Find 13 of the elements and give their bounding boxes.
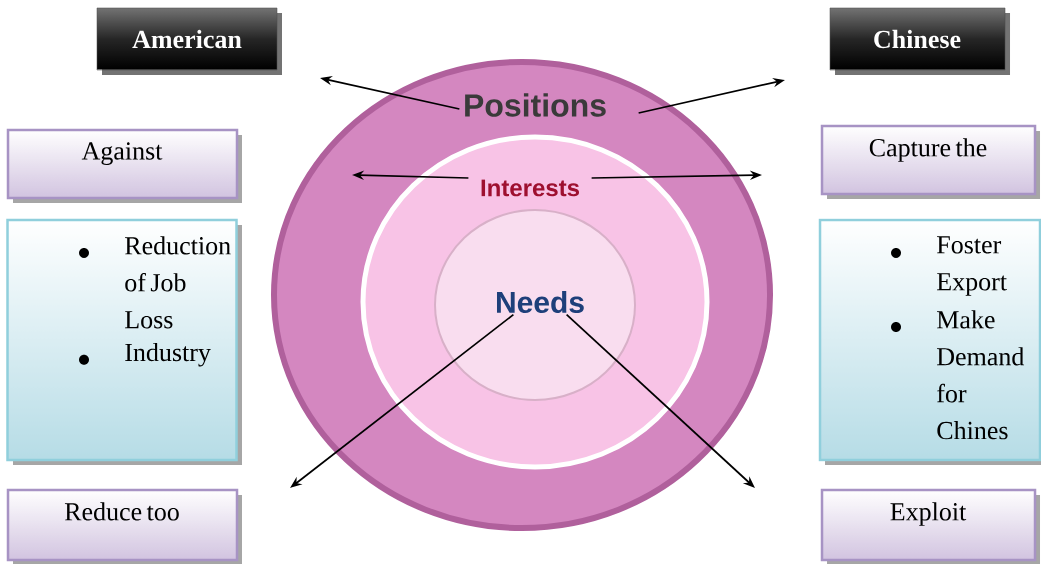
text-box: Exploit xyxy=(820,488,1040,564)
arrow xyxy=(565,313,755,488)
bullet-item: Industry xyxy=(79,342,211,367)
bullet-list-box xyxy=(6,218,242,465)
bullet-item: Make Demand for Chines xyxy=(891,310,1025,440)
label-box: American xyxy=(96,7,282,75)
bullet-list-box xyxy=(818,218,1041,465)
bullet-item: Foster Export xyxy=(891,236,1007,296)
bullet-item: Reduction of Job Loss xyxy=(79,236,231,329)
text-box: Against xyxy=(6,128,242,203)
label-box: Chinese xyxy=(829,7,1010,75)
text-box: Reduce too xyxy=(6,488,242,564)
text-box: Capture the xyxy=(820,124,1040,199)
